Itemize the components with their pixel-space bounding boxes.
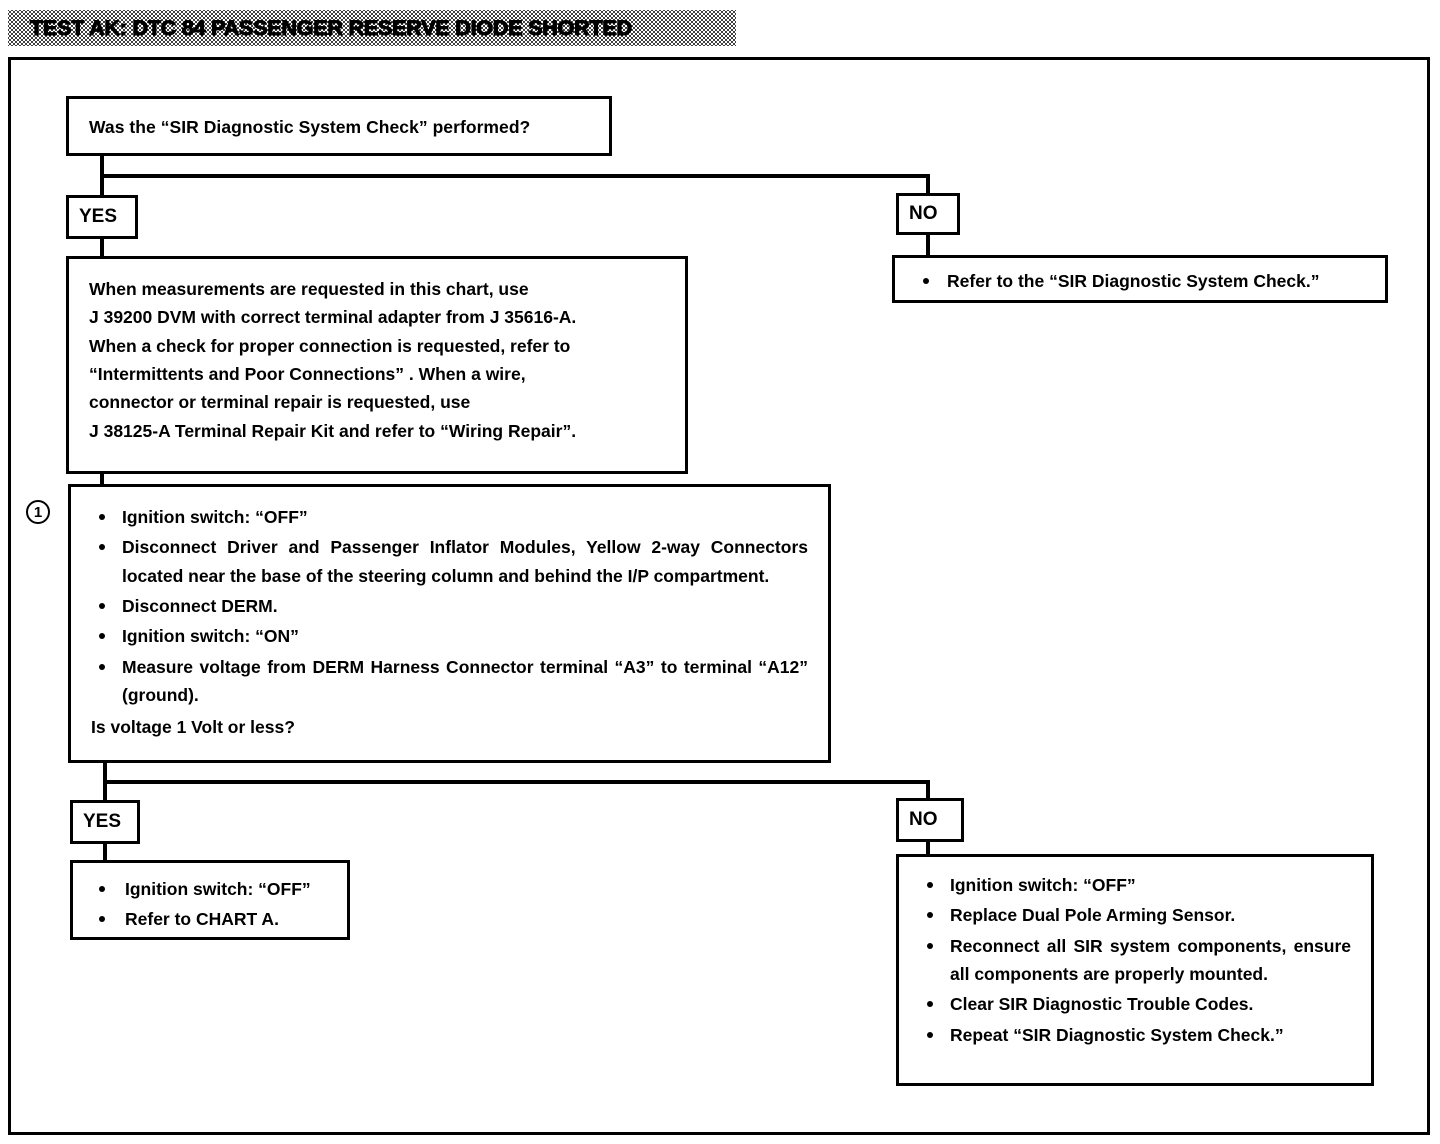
branch-label-yes-2: YES: [70, 800, 140, 844]
step-1-question: Is voltage 1 Volt or less?: [91, 717, 295, 738]
branch-label-yes-1-text: YES: [79, 206, 118, 227]
refer-sir-check-list: Refer to the “SIR Diagnostic System Chec…: [895, 267, 1385, 295]
no-result-item-5: Repeat “SIR Diagnostic System Check.”: [950, 1024, 1284, 1045]
list-item: Clear SIR Diagnostic Trouble Codes.: [919, 990, 1351, 1018]
branch-label-no-1-text: NO: [909, 203, 938, 224]
list-item: Refer to the “SIR Diagnostic System Chec…: [895, 267, 1385, 295]
connector-question-split: [100, 174, 930, 178]
connector-no1-to-refer: [926, 232, 930, 258]
yes-result-item-1: Ignition switch: “OFF”: [125, 879, 311, 899]
no-result-item-3: Reconnect all SIR system components, ens…: [950, 935, 1351, 985]
list-item: Ignition switch: “OFF”: [919, 871, 1351, 899]
note-line-6: J 38125-A Terminal Repair Kit and refer …: [89, 420, 577, 441]
list-item: Ignition switch: “ON”: [91, 622, 808, 650]
yes-result-item-2: Refer to CHART A.: [125, 909, 279, 930]
connector-to-no1: [926, 174, 930, 196]
step-1-item-4: Ignition switch: “ON”: [122, 626, 299, 647]
refer-sir-check-box: Refer to the “SIR Diagnostic System Chec…: [892, 255, 1388, 303]
question-box: Was the “SIR Diagnostic System Check” pe…: [66, 96, 612, 156]
step-1-item-2: Disconnect Driver and Passenger Inflator…: [122, 537, 808, 586]
question-text: Was the “SIR Diagnostic System Check” pe…: [89, 117, 531, 137]
connector-no2-to-result: [926, 839, 930, 859]
step-1-item-3: Disconnect DERM.: [122, 596, 278, 617]
no-result-item-4: Clear SIR Diagnostic Trouble Codes.: [950, 994, 1254, 1015]
branch-label-no-1: NO: [896, 193, 960, 235]
chart-title-banner: TEST AK: DTC 84 PASSENGER RESERVE DIODE …: [8, 10, 736, 46]
connector-yes1-to-note: [100, 236, 104, 260]
note-line-2: J 39200 DVM with correct terminal adapte…: [89, 307, 577, 328]
refer-sir-check-item-1: Refer to the “SIR Diagnostic System Chec…: [947, 271, 1320, 291]
page-title: TEST AK: DTC 84 PASSENGER RESERVE DIODE …: [30, 15, 632, 40]
no-result-item-2: Replace Dual Pole Arming Sensor.: [950, 905, 1236, 926]
no-result-box: Ignition switch: “OFF” Replace Dual Pole…: [896, 854, 1374, 1086]
branch-label-yes-1: YES: [66, 195, 138, 239]
step-number-marker: 1: [26, 500, 50, 524]
connector-step-split: [103, 780, 930, 784]
yes-result-box: Ignition switch: “OFF” Refer to CHART A.: [70, 860, 350, 940]
list-item: Repeat “SIR Diagnostic System Check.”: [919, 1021, 1351, 1049]
note-line-5: connector or terminal repair is requeste…: [89, 392, 471, 413]
list-item: Replace Dual Pole Arming Sensor.: [919, 901, 1351, 929]
no-result-item-1: Ignition switch: “OFF”: [950, 875, 1136, 895]
tooling-note-box: When measurements are requested in this …: [66, 256, 688, 474]
note-line-4: “Intermittents and Poor Connections” . W…: [89, 364, 526, 385]
yes-result-list: Ignition switch: “OFF” Refer to CHART A.: [73, 875, 347, 934]
list-item: Disconnect Driver and Passenger Inflator…: [91, 533, 808, 590]
list-item: Reconnect all SIR system components, ens…: [919, 932, 1351, 989]
step-1-box: Ignition switch: “OFF” Disconnect Driver…: [68, 484, 831, 763]
list-item: Ignition switch: “OFF”: [91, 503, 808, 531]
note-line-3: When a check for proper connection is re…: [89, 335, 571, 356]
connector-to-no2: [926, 780, 930, 802]
step-1-item-5: Measure voltage from DERM Harness Connec…: [122, 656, 808, 706]
branch-label-yes-2-text: YES: [83, 811, 122, 832]
list-item: Disconnect DERM.: [91, 592, 808, 620]
step-number-text: 1: [33, 503, 43, 521]
branch-label-no-2-text: NO: [909, 809, 938, 830]
note-line-1: When measurements are requested in this …: [89, 279, 529, 299]
connector-note-to-step: [100, 470, 104, 488]
step-1-item-1: Ignition switch: “OFF”: [122, 507, 308, 527]
list-item: Measure voltage from DERM Harness Connec…: [91, 653, 808, 710]
list-item: Ignition switch: “OFF”: [73, 875, 347, 903]
step-1-list: Ignition switch: “OFF” Disconnect Driver…: [91, 503, 808, 709]
connector-yes2-to-result: [103, 841, 107, 863]
no-result-list: Ignition switch: “OFF” Replace Dual Pole…: [919, 871, 1351, 1049]
list-item: Refer to CHART A.: [73, 905, 347, 933]
branch-label-no-2: NO: [896, 798, 964, 842]
